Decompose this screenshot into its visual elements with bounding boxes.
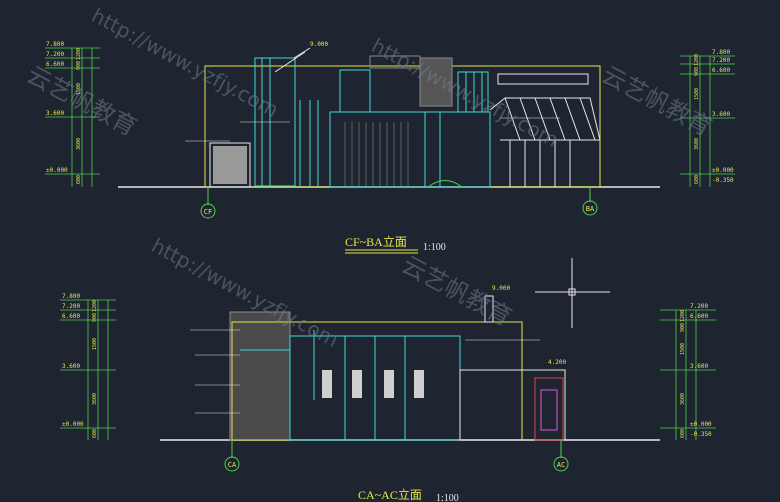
left-top-dim-3: 3600	[76, 138, 82, 150]
scale-top: 1:100	[423, 242, 446, 253]
dim-left-bottom	[60, 299, 116, 440]
left-top-level-3: 3.600	[46, 110, 64, 117]
left-top-dim-0: 1200	[76, 48, 82, 60]
axis-bubble-cf	[200, 203, 216, 219]
right-top-level-5: -0.350	[712, 177, 734, 184]
side-wing-bottom	[459, 369, 566, 441]
left-bottom-level-0: 7.800	[62, 293, 80, 300]
axis-label-cf: CF	[204, 208, 212, 216]
left-top-dim-4: 600	[76, 175, 82, 184]
axis-bubble-ca	[224, 456, 240, 472]
left-bottom-level-4: ±0.000	[62, 421, 84, 428]
right-bottom-dim-0: 1200	[680, 310, 686, 322]
chimney-bottom	[484, 295, 494, 323]
right-bottom-dim-4: 600	[680, 429, 686, 438]
leaders-bottom	[190, 329, 540, 414]
dim-right-bottom	[660, 309, 716, 440]
axis-label-ac: AC	[557, 461, 565, 469]
bottom-elevation	[160, 258, 660, 472]
axis-bubble-ac	[553, 456, 569, 472]
right-top-dim-3: 3600	[694, 138, 700, 150]
top-elevation	[118, 47, 660, 219]
right-bottom-level-0: 7.200	[690, 303, 708, 310]
right-top-level-4: ±0.000	[712, 167, 734, 174]
top-level-bottom: 9.000	[492, 285, 510, 292]
left-top-level-1: 7.200	[46, 51, 64, 58]
right-bottom-level-1: 6.600	[690, 313, 708, 320]
right-bottom-dim-3: 3600	[680, 393, 686, 405]
leaders-top	[185, 117, 560, 142]
top-level-top: 9.000	[310, 41, 328, 48]
right-bottom-level-3: ±0.000	[690, 421, 712, 428]
right-top-dim-2: 1500	[694, 88, 700, 100]
door-frame-bottom	[534, 377, 564, 441]
roof-slope-a	[293, 47, 311, 59]
left-bottom-level-2: 6.600	[62, 313, 80, 320]
axis-bubble-ba	[582, 200, 598, 216]
entrance-arc	[427, 180, 463, 188]
cladding-top	[344, 122, 409, 186]
dim-left-top	[45, 47, 100, 187]
left-top-dim-1: 900	[76, 61, 82, 70]
left-bottom-level-1: 7.200	[62, 303, 80, 310]
grey-mass-top	[419, 57, 453, 107]
garage-door-fill	[213, 146, 247, 184]
right-top-dim-0: 1200	[694, 54, 700, 66]
title-top: CF~BA立面	[345, 234, 407, 249]
left-bottom-dim-2: 1500	[92, 338, 98, 350]
right-bottom-level-4: -0.350	[690, 431, 712, 438]
right-top-dim-1: 900	[694, 67, 700, 76]
dim-right-top	[680, 55, 735, 187]
left-top-level-2: 6.600	[46, 61, 64, 68]
scale-bottom: 1:100	[436, 493, 459, 502]
left-bottom-dim-3: 3600	[92, 393, 98, 405]
left-top-dim-2: 1500	[76, 83, 82, 95]
door-bottom	[540, 389, 558, 431]
right-top-level-2: 6.600	[712, 67, 730, 74]
roof-slope-b	[274, 51, 306, 73]
left-bottom-level-3: 3.600	[62, 363, 80, 370]
mid-level-bottom: 4.200	[548, 359, 566, 366]
garage-door	[209, 142, 251, 188]
title-bottom: CA~AC立面	[358, 487, 422, 502]
right-top-level-1: 7.200	[712, 57, 730, 64]
left-bottom-dim-0: 1200	[92, 300, 98, 312]
crosshair-cursor	[535, 258, 610, 328]
roof-block-top	[369, 55, 421, 69]
grey-mass-bottom	[229, 311, 291, 441]
cyan-lines-bottom	[240, 330, 406, 440]
left-top-level-0: 7.800	[46, 41, 64, 48]
axis-label-ba: BA	[586, 205, 595, 213]
right-bottom-dim-1: 900	[680, 323, 686, 332]
right-bottom-dim-2: 1500	[680, 343, 686, 355]
right-top-level-3: 3.600	[712, 111, 730, 118]
right-top-level-0: 7.800	[712, 49, 730, 56]
right-bottom-level-2: 3.600	[690, 363, 708, 370]
windows-bottom	[322, 370, 424, 398]
axis-label-ca: CA	[228, 461, 237, 469]
right-top-dim-4: 600	[694, 175, 700, 184]
left-bottom-dim-1: 900	[92, 313, 98, 322]
pergola-right	[489, 73, 601, 187]
left-top-level-4: ±0.000	[46, 167, 68, 174]
left-bottom-dim-4: 600	[92, 429, 98, 438]
